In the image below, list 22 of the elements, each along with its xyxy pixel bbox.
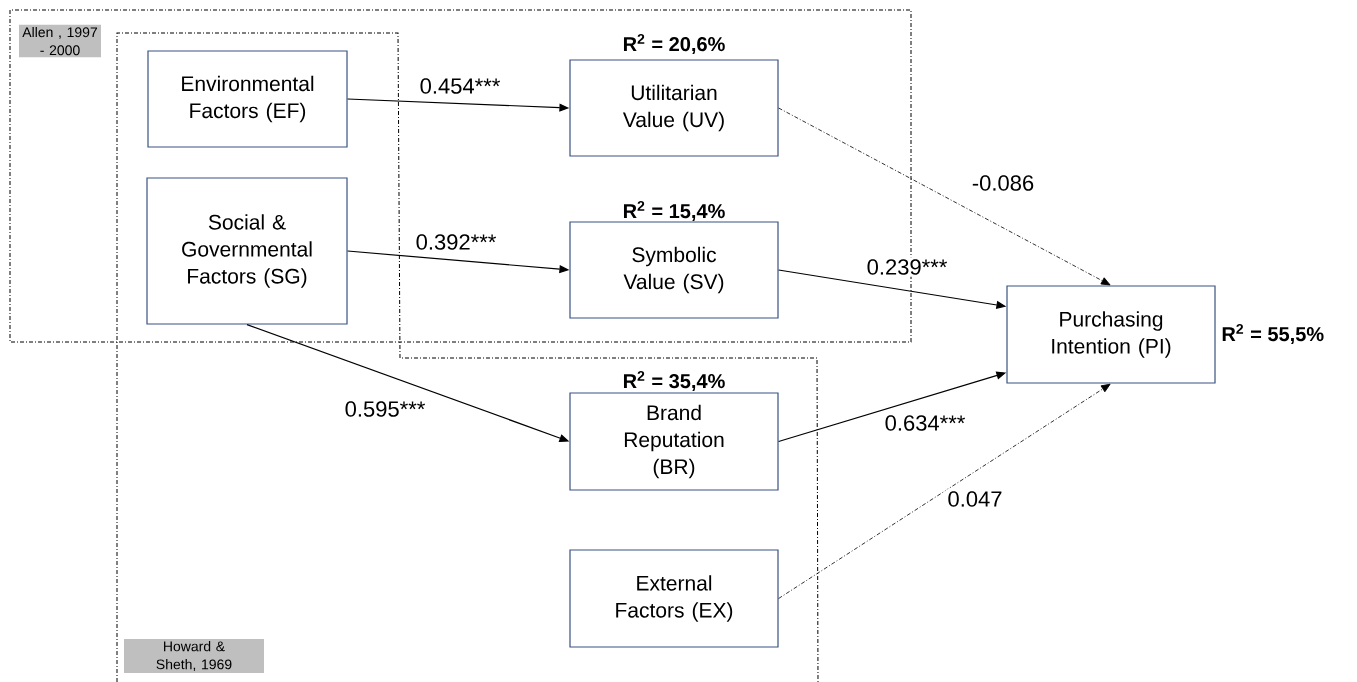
source-note: Allen , 1997 - 2000 [19, 24, 101, 58]
construct-box: Brand Reputation (BR) [569, 392, 779, 491]
r-squared-label: R$^{2}$ = 55,5% [1222, 323, 1324, 345]
edge-label: 0.634*** [882, 413, 968, 433]
r-squared-label: R$^{2}$ = 20,6% [624, 33, 725, 55]
edge-label: 0.047 [945, 489, 1005, 509]
edge-label: 0.392*** [413, 232, 499, 252]
source-note: Howard & Sheth, 1969 [124, 639, 264, 673]
construct-box: Environmental Factors (EF) [147, 50, 348, 148]
edge-label: 0.454*** [417, 76, 503, 96]
construct-box: External Factors (EX) [569, 549, 779, 648]
r-squared-label: R$^{2}$ = 15,4% [624, 200, 725, 222]
edge-label: -0.086 [969, 173, 1037, 193]
path-arrow [778, 107, 1111, 286]
edge-label: 0.595*** [342, 399, 428, 419]
construct-box: Utilitarian Value (UV) [569, 59, 779, 157]
r-squared-label: R$^{2}$ = 35,4% [624, 370, 725, 392]
construct-box: Social & Governmental Factors (SG) [146, 177, 348, 325]
path-arrow [778, 383, 1111, 599]
edge-label: 0.239*** [864, 257, 950, 277]
construct-box: Purchasing Intention (PI) [1006, 285, 1216, 384]
construct-box: Symbolic Value (SV) [569, 221, 779, 319]
